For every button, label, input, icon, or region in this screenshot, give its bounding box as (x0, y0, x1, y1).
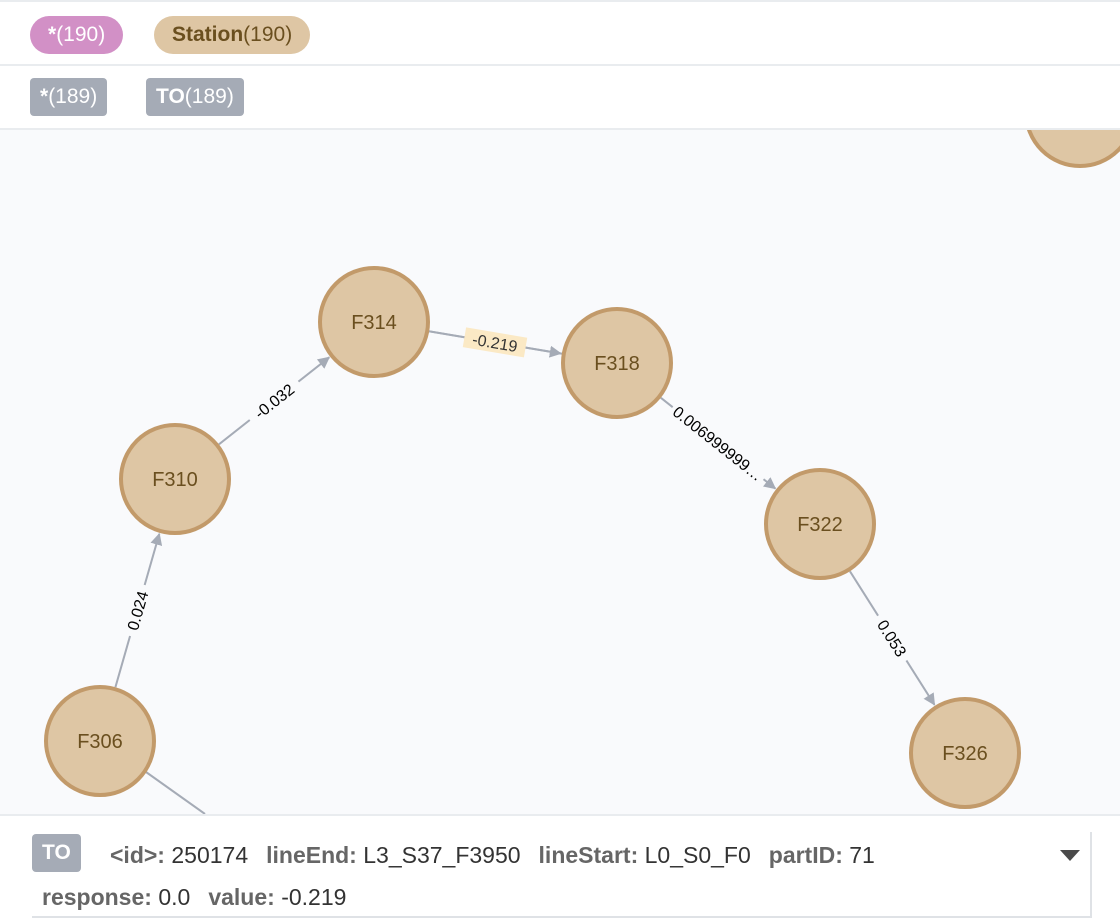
legend-label: Station (172, 23, 244, 46)
property-key: lineEnd: (266, 842, 364, 868)
node-circle[interactable] (318, 266, 430, 378)
legend-label: * (48, 23, 57, 46)
legend-count: (189) (184, 85, 234, 108)
inspector-content: TO <id>: 250174 lineEnd: L3_S37_F3950 line… (32, 832, 1092, 918)
chevron-down-icon[interactable] (1060, 850, 1080, 861)
legend-station-pill[interactable]: Station(190) (154, 16, 311, 54)
property-value: L0_S0_F0 (644, 842, 751, 868)
legend-all-nodes-pill[interactable]: *(190) (30, 16, 124, 54)
relationship-edge[interactable]: -0.032 (218, 356, 331, 446)
edge-label-background (666, 399, 770, 488)
property-value: 0.0 (158, 884, 191, 910)
node-circle[interactable] (764, 468, 876, 580)
property-key: lineStart: (538, 842, 645, 868)
legend-label: * (40, 85, 49, 108)
property-value: L3_S37_F3950 (363, 842, 521, 868)
property-key: partID: (768, 842, 850, 868)
property-key: response: (42, 884, 159, 910)
node-circle[interactable] (909, 697, 1021, 809)
edge-label-background (869, 610, 915, 666)
edge-label-background (120, 582, 155, 639)
edge-label-background (462, 327, 528, 358)
relationship-type-legend: *(189) TO(189) (0, 66, 1120, 130)
station-node[interactable]: F318 (561, 307, 673, 419)
legend-all-relationships-pill[interactable]: *(189) (30, 78, 108, 116)
station-node[interactable]: F314 (318, 266, 430, 378)
node-circle[interactable] (561, 307, 673, 419)
edge-label: 0.006999999… (669, 404, 765, 485)
offscreen-node[interactable] (1026, 130, 1120, 168)
node-circle[interactable] (44, 685, 156, 797)
relationship-edge[interactable]: 0.053 (849, 570, 936, 706)
node-label: F326 (942, 743, 988, 765)
inspector-panel: TO <id>: 250174 lineEnd: L3_S37_F3950 line… (0, 814, 1120, 924)
legend-count: (189) (48, 85, 98, 108)
node-label: F318 (594, 353, 640, 375)
property-line-2: response: 0.0 value: -0.219 (42, 884, 364, 911)
property-value: -0.219 (281, 884, 347, 910)
legend-to-relationship-pill[interactable]: TO(189) (146, 78, 244, 116)
legend-label: TO (156, 85, 185, 108)
offscreen-edge[interactable] (145, 771, 206, 814)
station-node[interactable]: F306 (44, 685, 156, 797)
legend-count: (190) (56, 23, 106, 46)
station-node[interactable]: F326 (909, 697, 1021, 809)
edge-label: 0.024 (125, 589, 152, 632)
relationship-edge[interactable]: 0.024 (114, 532, 163, 688)
legend-count: (190) (243, 23, 293, 46)
station-node[interactable]: F322 (764, 468, 876, 580)
property-value: 250174 (171, 842, 249, 868)
station-node[interactable]: F310 (119, 423, 231, 535)
node-label: F310 (152, 469, 198, 491)
property-line-1: <id>: 250174 lineEnd: L3_S37_F3950 lineSta… (110, 842, 893, 869)
property-key: <id>: (110, 842, 172, 868)
node-label-legend: *(190) Station(190) (0, 0, 1120, 66)
node-label: F306 (77, 731, 123, 753)
edge-label-background (243, 373, 305, 428)
node-label: F322 (797, 514, 843, 536)
property-value: 71 (849, 842, 875, 868)
property-key: value: (208, 884, 282, 910)
node-label: F314 (351, 312, 397, 334)
node-circle[interactable] (119, 423, 231, 535)
relationship-type-badge[interactable]: TO (32, 834, 81, 872)
relationship-edge[interactable]: -0.219 (427, 327, 564, 358)
relationship-edge[interactable]: 0.006999999… (660, 397, 777, 490)
